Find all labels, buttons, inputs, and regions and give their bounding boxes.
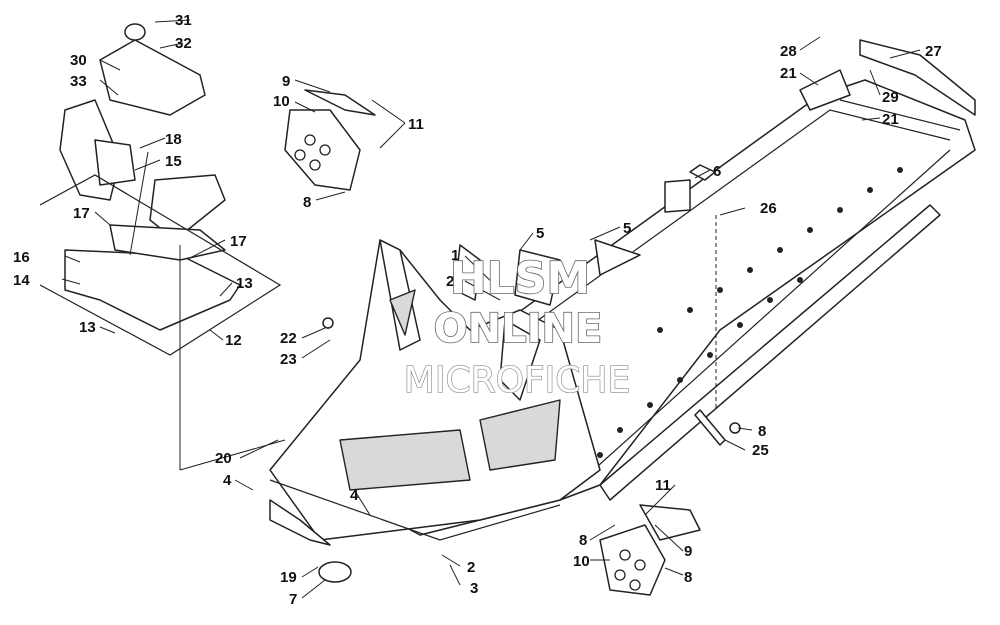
callout-8-top: 8 — [303, 194, 311, 211]
callout-3: 3 — [470, 580, 478, 597]
callout-9-top: 9 — [282, 73, 290, 90]
rear-bumper — [799, 39, 976, 116]
callout-21-bottom: 21 — [882, 111, 899, 128]
callout-24: 24 — [446, 273, 463, 290]
callout-1: 1 — [451, 247, 459, 264]
callout-2: 2 — [467, 559, 475, 576]
callout-14: 14 — [13, 272, 30, 289]
callout-8-bottom-right: 8 — [684, 569, 692, 586]
front-frame — [269, 239, 601, 546]
callout-28: 28 — [780, 43, 797, 60]
callout-16: 16 — [13, 249, 30, 266]
leader-lines — [61, 19, 921, 599]
callout-21-top: 21 — [780, 65, 797, 82]
watermark: HLSM ONLINE MICROFICHE — [403, 252, 631, 401]
callout-9-bottom: 9 — [684, 543, 692, 560]
callout-19: 19 — [280, 569, 297, 586]
callout-15: 15 — [165, 153, 182, 170]
console-cover — [99, 23, 206, 116]
callout-11-top: 11 — [408, 116, 424, 133]
lower-heel-guard — [599, 504, 701, 596]
watermark-line-2: ONLINE — [434, 306, 603, 352]
callout-20: 20 — [215, 450, 232, 467]
callout-30: 30 — [70, 52, 87, 69]
callout-7: 7 — [289, 591, 297, 608]
callout-17-left: 17 — [73, 205, 90, 222]
callout-4-center: 4 — [350, 487, 359, 504]
callout-17-right: 17 — [230, 233, 247, 250]
callout-5-upper: 5 — [536, 225, 544, 242]
callout-10-top: 10 — [273, 93, 290, 110]
callout-8-right: 8 — [758, 423, 766, 440]
callout-13-right: 13 — [236, 275, 253, 292]
callout-18: 18 — [165, 131, 182, 148]
callout-33: 33 — [70, 73, 87, 90]
callout-5-right: 5 — [623, 220, 631, 237]
callout-8-bottom-left: 8 — [579, 532, 587, 549]
callout-32: 32 — [175, 35, 192, 52]
callout-10-bottom: 10 — [573, 553, 590, 570]
callout-6: 6 — [713, 163, 721, 180]
callout-13-left: 13 — [79, 319, 96, 336]
callout-4-left: 4 — [223, 472, 232, 489]
steering-support-assembly — [39, 99, 282, 356]
callout-23: 23 — [280, 351, 297, 368]
callout-labels: 1 2 3 4 4 5 5 6 7 8 8 8 8 9 9 10 10 11 1… — [13, 12, 942, 608]
callout-31: 31 — [175, 12, 192, 29]
callout-25: 25 — [752, 442, 769, 459]
callout-11-bottom: 11 — [655, 477, 671, 494]
callout-26: 26 — [760, 200, 777, 217]
callout-22: 22 — [280, 330, 297, 347]
watermark-line-3: MICROFICHE — [404, 360, 630, 401]
callout-29: 29 — [882, 89, 899, 106]
callout-12: 12 — [225, 332, 242, 349]
callout-27: 27 — [925, 43, 942, 60]
upper-heel-guard — [284, 89, 376, 191]
watermark-line-1: HLSM — [450, 253, 590, 304]
